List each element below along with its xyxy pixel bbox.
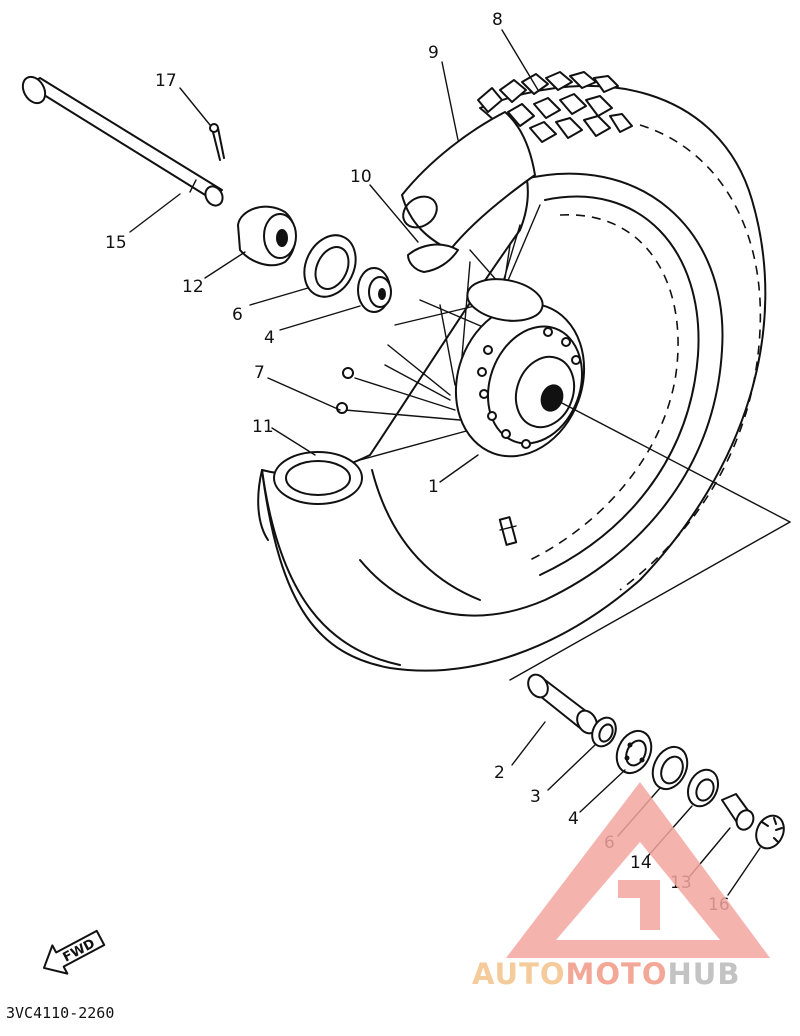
watermark-logo: AUTOMOTOHUB <box>472 782 770 991</box>
meter-clutch <box>686 768 720 808</box>
cotter-pin <box>209 123 225 161</box>
oil-seal <box>303 234 357 298</box>
watermark-triangle-icon <box>506 782 770 958</box>
spacer <box>527 673 598 735</box>
svg-text:AUTOMOTOHUB: AUTOMOTOHUB <box>472 957 740 991</box>
bearing-lower <box>615 729 653 775</box>
forward-arrow: FWD <box>42 929 106 975</box>
spoke-samples <box>336 367 354 414</box>
part-label-17: 17 <box>155 71 177 91</box>
axle <box>21 75 224 207</box>
valve-stem <box>498 516 518 546</box>
part-label-6: 6 <box>232 305 243 325</box>
oil-seal-lower <box>651 745 689 791</box>
part-label-15: 15 <box>105 233 127 253</box>
part-label-3: 3 <box>530 787 541 807</box>
collar-right <box>721 793 755 831</box>
collar <box>237 205 297 267</box>
watermark-moto: MOTO <box>566 957 668 991</box>
explode-line <box>509 521 791 681</box>
part-label-9: 9 <box>428 43 439 63</box>
tire-tread <box>477 71 633 143</box>
part-label-14: 14 <box>630 853 652 873</box>
part-label-12: 12 <box>182 277 204 297</box>
axle-centerline <box>559 401 791 523</box>
bearing-upper <box>357 267 392 313</box>
part-label-4-upper: 4 <box>264 328 275 348</box>
part-label-1: 1 <box>428 477 439 497</box>
watermark-auto: AUTO <box>472 957 566 991</box>
axle-nut <box>755 814 785 850</box>
part-label-8: 8 <box>492 10 503 30</box>
part-label-7: 7 <box>254 363 265 383</box>
part-label-11: 11 <box>252 417 274 437</box>
part-label-2: 2 <box>494 763 505 783</box>
part-label-4-lower: 4 <box>568 809 579 829</box>
hub <box>454 278 586 458</box>
inner-tube <box>401 111 536 251</box>
part-label-10: 10 <box>350 167 372 187</box>
watermark-hub: HUB <box>668 957 741 991</box>
drawing-code: 3VC4110-2260 <box>6 1004 114 1022</box>
rim-band <box>407 243 459 273</box>
